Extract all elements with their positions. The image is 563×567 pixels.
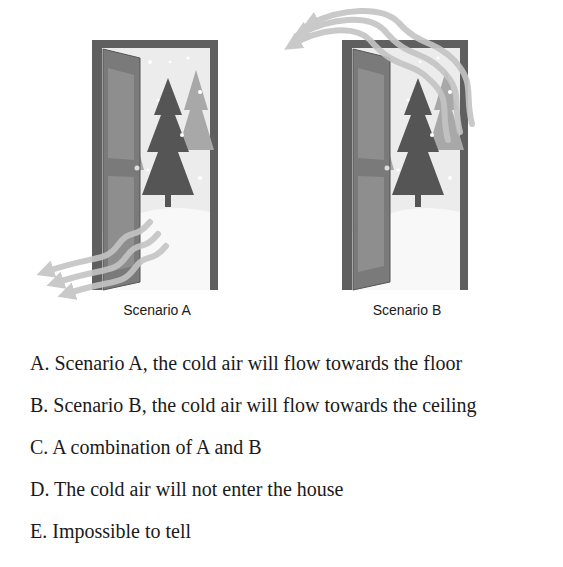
air-flow-arrow: [292, 30, 448, 140]
air-flow-arrow: [310, 11, 472, 124]
air-flow-arrow: [66, 246, 166, 294]
answer-option: E. Impossible to tell: [30, 520, 191, 543]
cold-air-floor-arrows: [45, 222, 166, 294]
answer-option: B. Scenario B, the cold air will flow to…: [30, 394, 477, 417]
answer-option: C. A combination of A and B: [30, 436, 262, 459]
cold-air-ceiling-arrows: [292, 11, 472, 140]
air-flow-arrow: [300, 20, 460, 132]
scenario-label: Scenario B: [373, 302, 441, 318]
answer-option: D. The cold air will not enter the house: [30, 478, 343, 501]
scenario-label: Scenario A: [123, 302, 191, 318]
answer-option: A. Scenario A, the cold air will flow to…: [30, 352, 462, 375]
